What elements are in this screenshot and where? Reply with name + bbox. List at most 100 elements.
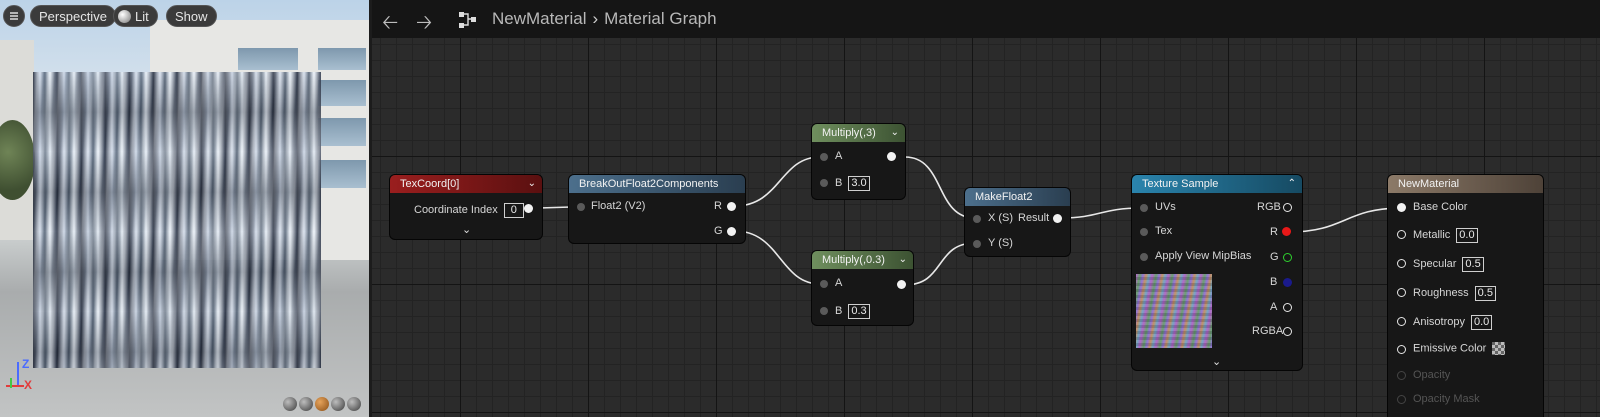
input-pin-y[interactable] xyxy=(973,240,981,248)
output-pin-g[interactable] xyxy=(1283,253,1292,262)
output-pin-r[interactable] xyxy=(1282,227,1291,236)
chevron-down-icon[interactable]: ⌄ xyxy=(898,254,907,265)
node-header[interactable]: Texture Sample ⌃ xyxy=(1132,175,1302,193)
wire-r-multiply1 xyxy=(734,156,821,207)
preview-shape-sphere[interactable] xyxy=(299,397,313,411)
node-title: Texture Sample xyxy=(1142,178,1219,190)
show-button[interactable]: Show xyxy=(166,5,217,27)
output-pin-a[interactable] xyxy=(1283,303,1292,312)
chevron-down-icon[interactable]: ⌄ xyxy=(890,127,899,138)
input-pin-a[interactable] xyxy=(820,280,828,288)
preview-shape-cylinder[interactable] xyxy=(283,397,297,411)
viewport-menu-button[interactable] xyxy=(3,5,25,27)
input-pin-x[interactable] xyxy=(973,215,981,223)
input-pin-opacity[interactable] xyxy=(1397,371,1406,380)
roughness-row: Roughness 0.5 xyxy=(1413,286,1496,301)
b-value-field[interactable]: 0.3 xyxy=(848,304,870,319)
node-title: NewMaterial xyxy=(1398,178,1460,190)
emissive-color-swatch[interactable] xyxy=(1492,342,1506,355)
node-header[interactable]: Multiply(,3)⌄ xyxy=(812,124,905,142)
input-pin[interactable] xyxy=(577,203,585,211)
node-header[interactable]: BreakOutFloat2Components xyxy=(569,175,745,193)
hierarchy-icon[interactable] xyxy=(458,11,478,29)
z-axis-label: Z xyxy=(22,357,30,371)
forward-arrow-icon[interactable]: 🡢 xyxy=(416,12,433,34)
input-pin-metallic[interactable] xyxy=(1397,230,1406,239)
background-tree xyxy=(0,120,35,200)
output-pin[interactable] xyxy=(897,280,906,289)
pin-label: Apply View MipBias xyxy=(1155,250,1252,262)
input-pin-opacity-mask[interactable] xyxy=(1397,395,1406,404)
output-pin-rgba[interactable] xyxy=(1283,327,1292,336)
node-texcoord[interactable]: TexCoord[0]⌄ Coordinate Index 0 ⌄ xyxy=(390,175,542,239)
input-pin-uvs[interactable] xyxy=(1140,204,1148,212)
output-pin-rgb[interactable] xyxy=(1283,203,1292,212)
input-pin-specular[interactable] xyxy=(1397,259,1406,268)
pin-label: R xyxy=(714,200,722,212)
output-pin-b[interactable] xyxy=(1283,278,1292,287)
perspective-label: Perspective xyxy=(39,9,107,24)
input-pin-mipbias[interactable] xyxy=(1140,253,1148,261)
node-header[interactable]: TexCoord[0]⌄ xyxy=(390,175,542,193)
node-breakout-float2[interactable]: BreakOutFloat2Components Float2 (V2) R G xyxy=(569,175,745,243)
panel-divider[interactable] xyxy=(369,0,372,417)
pin-label: G xyxy=(714,225,723,237)
input-pin-tex[interactable] xyxy=(1140,228,1148,236)
node-makefloat2[interactable]: MakeFloat2 X (S) Result Y (S) xyxy=(965,188,1070,256)
back-arrow-icon[interactable]: 🡠 xyxy=(382,12,399,34)
coordinate-index-row: Coordinate Index 0 xyxy=(414,203,524,218)
roughness-value-field[interactable]: 0.5 xyxy=(1474,286,1496,301)
preview-shape-cube[interactable] xyxy=(331,397,345,411)
input-pin-roughness[interactable] xyxy=(1397,288,1406,297)
chevron-down-icon[interactable]: ⌄ xyxy=(527,178,536,189)
chevron-up-icon[interactable]: ⌃ xyxy=(1287,178,1296,189)
output-pin-result[interactable] xyxy=(1053,214,1062,223)
lit-button[interactable]: Lit xyxy=(113,5,158,27)
input-pin-base-color[interactable] xyxy=(1397,203,1406,212)
pin-label: Opacity Mask xyxy=(1413,393,1480,405)
input-pin-b[interactable] xyxy=(820,307,828,315)
building-window xyxy=(318,48,366,70)
input-pin-anisotropy[interactable] xyxy=(1397,317,1406,326)
building-window xyxy=(238,48,298,70)
coordinate-index-value[interactable]: 0 xyxy=(503,203,524,218)
output-pin[interactable] xyxy=(887,152,896,161)
preview-shape-plane[interactable] xyxy=(315,397,329,411)
node-header[interactable]: NewMaterial xyxy=(1388,175,1543,193)
pin-label: Coordinate Index xyxy=(414,204,498,216)
perspective-button[interactable]: Perspective xyxy=(30,5,116,27)
specular-value-field[interactable]: 0.5 xyxy=(1462,257,1484,272)
texture-thumbnail[interactable] xyxy=(1136,274,1212,348)
preview-shape-mesh[interactable] xyxy=(347,397,361,411)
breadcrumb-item-material[interactable]: NewMaterial xyxy=(492,9,587,28)
pin-label: Roughness xyxy=(1413,287,1469,299)
wire-multiply2-makefloat2 xyxy=(904,242,976,286)
graph-toolbar xyxy=(372,0,1600,38)
anisotropy-value-field[interactable]: 0.0 xyxy=(1470,315,1493,330)
node-header[interactable]: Multiply(,0.3)⌄ xyxy=(812,251,913,269)
building-window xyxy=(318,118,366,146)
breadcrumb-item-graph[interactable]: Material Graph xyxy=(604,9,717,28)
emissive-row: Emissive Color xyxy=(1413,342,1506,355)
expand-chevron-icon[interactable]: ⌄ xyxy=(1212,356,1222,368)
lit-sphere-icon xyxy=(118,10,131,23)
z-axis-line xyxy=(17,362,19,387)
input-pin-emissive[interactable] xyxy=(1397,345,1406,354)
viewport-panel[interactable]: Perspective Lit Show Z X xyxy=(0,0,369,417)
metallic-value-field[interactable]: 0.0 xyxy=(1456,228,1478,243)
input-pin-a[interactable] xyxy=(820,153,828,161)
expand-chevron-icon[interactable]: ⌄ xyxy=(462,224,472,236)
output-pin[interactable] xyxy=(524,204,533,213)
pin-label: B xyxy=(835,305,843,317)
output-pin-g[interactable] xyxy=(727,227,736,236)
output-pin-r[interactable] xyxy=(727,202,736,211)
input-pin-b[interactable] xyxy=(820,179,828,187)
node-header[interactable]: MakeFloat2 xyxy=(965,188,1070,206)
b-value-field[interactable]: 3.0 xyxy=(848,176,870,191)
